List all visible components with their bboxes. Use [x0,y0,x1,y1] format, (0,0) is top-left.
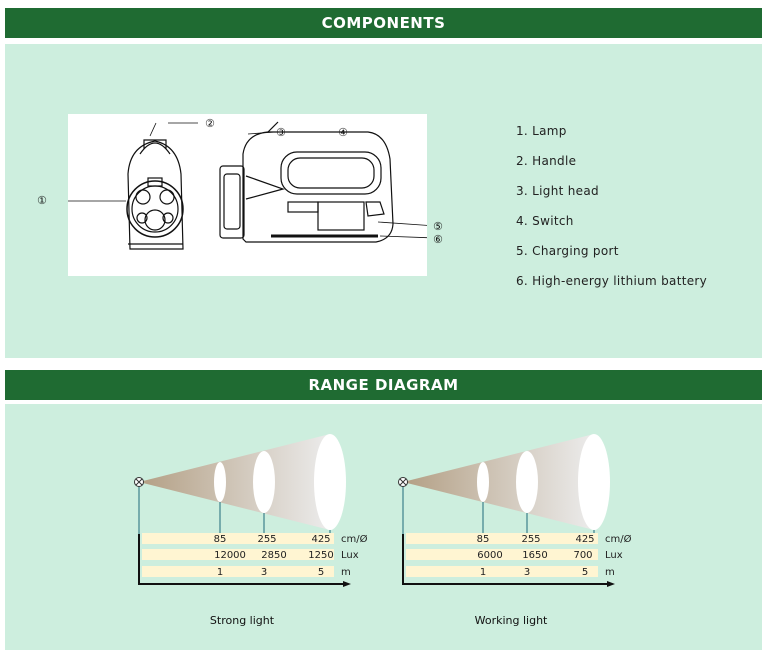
strong-distance-425: 425 [311,534,330,545]
working-lux-row [406,549,598,560]
range-header: RANGE DIAGRAM [5,370,762,400]
strong-lux-5m: 1250 [308,550,333,561]
callout-6: ⑥ [433,233,443,246]
working-axis-arrow-icon [607,581,615,587]
strong-lux-row [142,549,334,560]
callout-1: ① [37,194,47,207]
components-header: COMPONENTS [5,8,762,38]
strong-beam-spot-425 [314,434,346,530]
working-meter-row [406,566,598,577]
strong-axis [138,534,345,585]
working-light-diagram: 85 255 425 6000 1650 700 1 3 5 cm/Ø Lux … [398,434,632,587]
strong-meter-3: 3 [261,567,267,578]
range-diagrams: 85 255 425 12000 2850 1250 1 3 5 cm/Ø Lu… [134,434,632,627]
legend-item: 4. Switch [516,214,574,228]
components-panel: ② ③ ④ ① ⑤ ⑥ 1. Lamp 2. Handle 3. Light h… [5,44,762,358]
strong-light-diagram: 85 255 425 12000 2850 1250 1 3 5 cm/Ø Lu… [134,434,368,587]
side-view [219,121,394,243]
product-drawing-frame: ② ③ ④ [54,114,437,276]
working-axis [402,534,609,585]
working-lux-unit: Lux [605,550,623,561]
strong-distance-85: 85 [214,534,227,545]
components-title: COMPONENTS [321,14,446,32]
working-meter-unit: m [605,567,615,578]
working-light-caption: Working light [475,614,548,627]
legend-item: 6. High-energy lithium battery [516,274,708,288]
strong-meter-unit: m [341,567,351,578]
working-lux-5m: 700 [573,550,592,561]
strong-meter-1: 1 [217,567,223,578]
working-meter-1: 1 [480,567,486,578]
working-beam-spot-85 [477,462,489,502]
working-beam-cone [403,434,594,530]
strong-distance-row [142,533,334,544]
front-view [126,139,184,250]
strong-beam-cone [139,434,330,530]
working-beam-spot-425 [578,434,610,530]
strong-axis-arrow-icon [343,581,351,587]
strong-meter-row [142,566,334,577]
callout-2: ② [205,117,215,130]
components-legend: 1. Lamp 2. Handle 3. Light head 4. Switc… [516,122,707,302]
strong-lux-unit: Lux [341,550,359,561]
strong-lux-3m: 2850 [261,550,286,561]
callout-5: ⑤ [433,220,443,233]
working-meter-5: 5 [582,567,588,578]
legend-item: 1. Lamp [516,124,567,138]
range-panel: 85 255 425 12000 2850 1250 1 3 5 cm/Ø Lu… [5,404,762,650]
working-distance-255: 255 [521,534,540,545]
legend-item: 5. Charging port [516,244,619,258]
strong-meter-5: 5 [318,567,324,578]
working-lux-3m: 1650 [522,550,547,561]
strong-distance-unit: cm/Ø [341,533,368,545]
working-meter-3: 3 [524,567,530,578]
strong-beam-spot-85 [214,462,226,502]
working-distance-85: 85 [477,534,490,545]
strong-light-caption: Strong light [210,614,275,627]
working-distance-row [406,533,598,544]
callout-4: ④ [338,126,348,139]
working-lux-1m: 6000 [477,550,502,561]
legend-item: 3. Light head [516,184,599,198]
strong-lux-1m: 12000 [214,550,246,561]
legend-item: 2. Handle [516,154,577,168]
working-distance-unit: cm/Ø [605,533,632,545]
strong-distance-255: 255 [257,534,276,545]
strong-beam-spot-255 [253,451,275,513]
range-title: RANGE DIAGRAM [308,376,459,394]
product-drawing: ② ③ ④ [54,117,437,250]
callout-leaders [54,122,437,239]
working-distance-425: 425 [575,534,594,545]
callout-3: ③ [276,126,286,139]
working-beam-spot-255 [516,451,538,513]
